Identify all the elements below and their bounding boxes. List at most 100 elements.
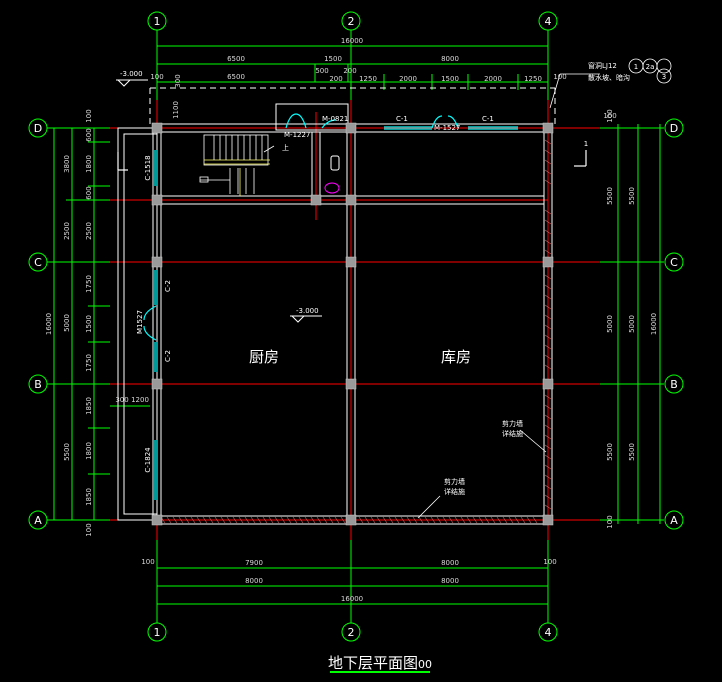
dim-left-c2-1800a: 1800 [85,155,93,173]
dim-left-300: 300 [115,396,128,404]
dim-left-c2-1750b: 1750 [85,354,93,372]
door-m1227-label: M-1227 [284,131,310,139]
right-dimension-lines [548,124,664,524]
dim-top-r3-200: 200 [343,67,356,75]
dim-top-r3-1500: 1500 [441,75,459,83]
room-kitchen: 厨房 [249,348,279,366]
dim-bottom-8000c: 8000 [441,577,459,585]
drawing-title: 地下层平面图00 [328,654,432,672]
detail-circle-2a: 2a [646,63,655,71]
shear-wall-label-1b: 详结施 [502,429,523,438]
shear-wall-label-2b: 详结施 [444,487,465,496]
dim-bottom-8000a: 8000 [441,559,459,567]
dim-left-5000: 5000 [63,314,71,332]
shear-wall-label-2: 剪力墙 [444,477,465,486]
dim-left-1200: 1200 [131,396,149,404]
dim-top-300: 300 [174,74,182,87]
dim-top-r3-100: 100 [150,73,163,81]
drawing-title-main: 地下层平面图 [328,654,418,672]
fixtures [324,155,340,194]
dim-left-c2-600b: 600 [85,186,93,199]
dim-left-total: 16000 [45,313,53,335]
shear-wall-hatch [160,139,552,524]
window-ref-label: 窗洞LJ12 [588,61,617,70]
dim-right-c2-5500b: 5500 [628,443,636,461]
dim-left-c2-1500: 1500 [85,315,93,333]
stair [199,134,275,196]
dim-top-200: 200 [329,75,342,83]
door-m0821-label: M-0821 [322,115,348,123]
walls [117,87,556,525]
dim-right-100a: 100 [606,109,614,122]
dim-bottom-total: 16000 [341,595,363,603]
dim-top-r3-2000a: 2000 [399,75,417,83]
dim-left-c2-2500: 2500 [85,222,93,240]
dim-bottom-100b: 100 [543,558,556,566]
dim-right-c2-5000: 5000 [628,315,636,333]
dim-bottom-8000b: 8000 [245,577,263,585]
axis-bottom-1: 1 [154,626,161,639]
axis-right-c: C [670,256,678,269]
dim-top-r3-1250b: 1250 [524,75,542,83]
elevation-mid-label: -3.000 [296,307,319,315]
dim-left-c2-1850b: 1850 [85,488,93,506]
dim-top-right-100: 100 [553,73,566,81]
axis-left-a: A [34,514,42,527]
dim-right-100b: 100 [606,515,614,528]
windows [143,113,518,500]
dim-top-1100: 1100 [172,101,180,119]
dim-left-c2-1750a: 1750 [85,275,93,293]
section-marker [117,150,587,171]
dim-left-c2-1800b: 1800 [85,442,93,460]
dim-top-offset-100: 100 [603,112,616,120]
section-1-label: 1 [584,140,588,148]
dim-top-r3-1250a: 1250 [359,75,377,83]
dim-left-3800: 3800 [63,155,71,173]
drain-ref-label: 散水坡、暗沟 [588,73,630,82]
elevation-markers [116,79,322,323]
dim-left-2500: 2500 [63,222,71,240]
dim-right-total: 16000 [650,313,658,335]
axis-bottom-4: 4 [545,626,552,639]
axis-right-d: D [670,122,678,135]
dim-top-total: 16000 [341,37,363,45]
drawing-title-suffix: 00 [418,658,432,671]
window-c1-b-label: C-1 [482,115,494,123]
axis-top-1: 1 [154,15,161,28]
window-c1518-label: C-1518 [144,155,152,180]
axis-bubbles [28,11,684,642]
stair-up-label: 上 [282,143,289,152]
dim-right-5500b: 5500 [606,443,614,461]
dim-top-8000: 8000 [441,55,459,63]
dim-top-6500: 6500 [227,55,245,63]
axis-left-b: B [34,378,42,391]
axis-bottom-2: 2 [348,626,355,639]
detail-circle-3: 3 [662,73,666,81]
door-m1527-label: M-1527 [434,124,460,132]
dim-top-r3-2000b: 2000 [484,75,502,83]
bottom-dimension-lines [156,520,549,620]
dim-left-c2-100b: 100 [85,523,93,536]
dim-top-r3-500: 500 [315,67,328,75]
dim-top-r3-6500: 6500 [227,73,245,81]
axis-right-b: B [670,378,678,391]
room-storage: 库房 [441,348,471,366]
dim-bottom-7900: 7900 [245,559,263,567]
dim-left-c2-600a: 600 [85,128,93,141]
dim-right-5500a: 5500 [606,187,614,205]
axis-top-2: 2 [348,15,355,28]
leaders [417,58,672,519]
elevation-top-label: -3.000 [120,70,143,78]
detail-circle-1: 1 [634,63,638,71]
door-m1527-left-label: M1527 [136,310,144,334]
axis-left-c: C [34,256,42,269]
columns [151,122,554,526]
window-c1824-label: C-1824 [144,447,152,473]
window-c2-a-label: C-2 [164,280,172,292]
top-dimension-lines [156,34,549,125]
axis-left-d: D [34,122,42,135]
shear-wall-label-1: 剪力墙 [502,419,523,428]
axis-right-a: A [670,514,678,527]
axis-top-4: 4 [545,15,552,28]
